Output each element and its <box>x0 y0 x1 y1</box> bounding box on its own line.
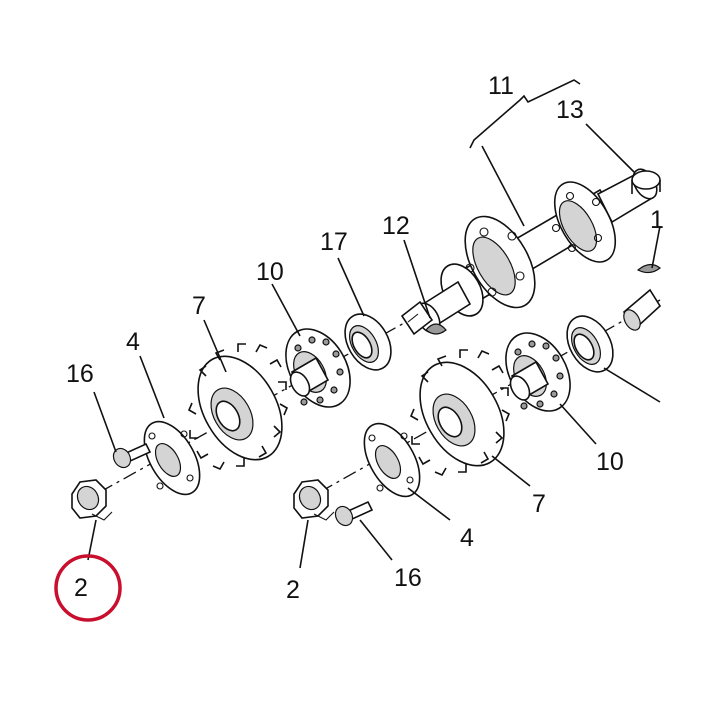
callout-11: 11 <box>488 72 514 100</box>
highlight-ring <box>54 554 122 622</box>
callout-1-partial: 1 <box>650 206 664 234</box>
callout-2-upper: 2 <box>74 574 88 602</box>
callout-10-upper: 10 <box>256 258 284 286</box>
seal-ring-17 <box>344 313 392 371</box>
callout-12: 12 <box>382 212 410 240</box>
plate-4-upper <box>143 420 201 496</box>
plate-4-lower <box>363 422 421 498</box>
right-edge-partial-part <box>622 263 662 331</box>
callout-16-lower: 16 <box>394 564 422 592</box>
bolt-16-upper <box>112 442 152 469</box>
callout-13: 13 <box>556 96 584 124</box>
hub-10-upper <box>285 328 351 408</box>
nut-2-upper <box>71 479 113 521</box>
camshaft-assembly <box>415 168 658 334</box>
callout-4-lower: 4 <box>460 524 474 552</box>
end-cap-13 <box>631 170 661 194</box>
callout-17: 17 <box>320 228 348 256</box>
nut-2-lower <box>293 479 335 521</box>
sprocket-7-lower <box>409 349 511 477</box>
bolt-16-lower <box>334 500 374 527</box>
sprocket-7-upper <box>187 343 289 471</box>
callout-2-lower: 2 <box>286 576 300 604</box>
callout-7-lower: 7 <box>532 490 546 518</box>
key-part-12 <box>400 300 447 336</box>
seal-ring-lower <box>566 315 614 373</box>
leader-lines <box>87 79 661 569</box>
callout-7-upper: 7 <box>192 292 206 320</box>
callout-4-upper: 4 <box>126 328 140 356</box>
hub-10-lower <box>505 332 571 412</box>
callout-10-lower: 10 <box>596 448 624 476</box>
callout-16-upper: 16 <box>66 360 94 388</box>
